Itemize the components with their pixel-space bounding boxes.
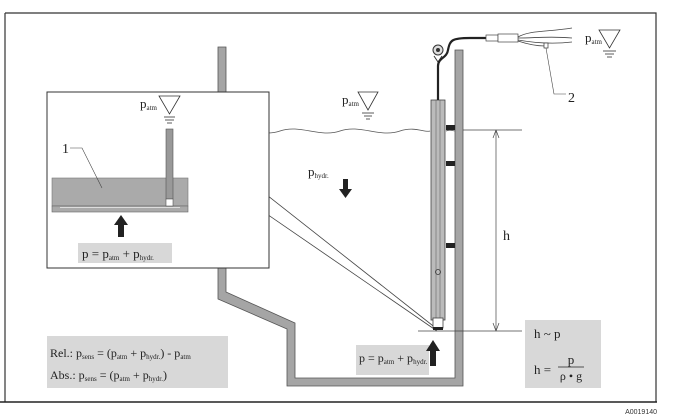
p-hydr-label: phydr.	[308, 164, 329, 180]
p-atm-label-inset: patm	[140, 96, 158, 112]
height-formula-box	[525, 320, 601, 388]
water-level-symbol-icon	[598, 29, 621, 58]
rel-abs-formula-box	[47, 336, 228, 388]
h-formula-lhs: h =	[534, 362, 551, 377]
p-atm-label-top: patm	[585, 30, 603, 46]
probe-formula-box	[356, 345, 429, 375]
cable-wires	[517, 27, 573, 47]
inset-formula: p = patm + phydr.	[82, 246, 154, 262]
mount-bracket	[446, 161, 455, 166]
pressure-probe	[430, 99, 446, 330]
water-level-symbol-icon	[158, 95, 181, 124]
frame-top-right	[5, 12, 657, 402]
relative-formula: Rel.: psens = (patm + phydr.) - patm	[50, 346, 191, 361]
arrow-up-icon	[114, 215, 128, 237]
mount-bracket	[446, 125, 455, 130]
callout-2: 2	[568, 91, 575, 106]
height-dimension	[418, 129, 522, 332]
h-formula-denominator: ρ • g	[560, 369, 582, 383]
sensor-membrane-housing	[51, 177, 189, 207]
probe-cable	[436, 36, 487, 100]
tank-wall	[217, 46, 464, 387]
absolute-formula: Abs.: psens = (patm + phydr.)	[50, 368, 167, 383]
p-atm-label-tank: patm	[342, 92, 360, 108]
callout-1: 1	[62, 142, 69, 157]
arrow-down-icon	[339, 179, 352, 198]
height-label: h	[503, 229, 510, 244]
inset-formula-box	[78, 243, 172, 263]
h-proportional-formula: h ~ p	[534, 326, 561, 341]
water-level-symbol-icon	[357, 91, 379, 120]
h-formula-numerator: p	[568, 352, 575, 367]
mount-bracket	[446, 243, 455, 248]
figure-code: A0019140	[625, 409, 657, 416]
pressure-compensation-tube	[543, 42, 549, 49]
reference-tube	[165, 128, 174, 200]
arrow-up-icon	[426, 340, 440, 366]
probe-formula: p = patm + phydr.	[359, 351, 428, 366]
